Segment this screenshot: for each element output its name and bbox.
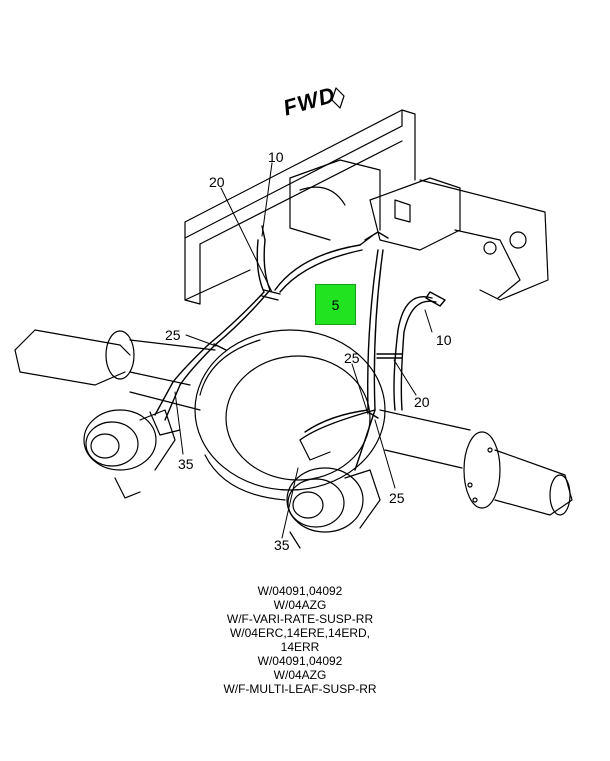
axle-housing bbox=[14, 329, 573, 516]
frame-rail bbox=[184, 109, 416, 305]
callout-10-right: 10 bbox=[436, 332, 452, 348]
leader-lines bbox=[174, 162, 433, 539]
callout-25-left: 25 bbox=[165, 327, 181, 343]
brake-chamber-left bbox=[83, 409, 181, 499]
harness-clips bbox=[213, 289, 403, 419]
wiring-harness bbox=[154, 225, 446, 471]
note-line: 14ERR bbox=[280, 640, 320, 654]
differential-housing bbox=[194, 329, 386, 501]
crossmember-bracket bbox=[289, 159, 549, 301]
callout-35-left: 35 bbox=[178, 456, 194, 472]
note-line: W/04091,04092 bbox=[257, 584, 343, 598]
callout-10-top: 10 bbox=[268, 149, 284, 165]
applicability-notes: W/04091,04092 W/04AZG W/F-VARI-RATE-SUSP… bbox=[200, 584, 400, 696]
callout-35-bottom: 35 bbox=[274, 537, 290, 553]
note-line: W/F-MULTI-LEAF-SUSP-RR bbox=[223, 682, 377, 696]
note-line: W/04AZG bbox=[273, 598, 327, 612]
callout-25-mid: 25 bbox=[344, 350, 360, 366]
note-line: W/04ERC,14ERE,14ERD, bbox=[229, 626, 371, 640]
callout-25-right: 25 bbox=[389, 490, 405, 506]
callout-20-right: 20 bbox=[414, 394, 430, 410]
callout-5-label: 5 bbox=[331, 296, 340, 313]
fwd-arrow-icon bbox=[331, 87, 345, 109]
note-line: W/F-VARI-RATE-SUSP-RR bbox=[226, 612, 374, 626]
callout-5-highlight[interactable]: 5 bbox=[315, 284, 356, 325]
callout-20-top: 20 bbox=[209, 174, 225, 190]
brake-chamber-right bbox=[286, 439, 381, 549]
note-line: W/04AZG bbox=[273, 668, 327, 682]
note-line: W/04091,04092 bbox=[257, 654, 343, 668]
